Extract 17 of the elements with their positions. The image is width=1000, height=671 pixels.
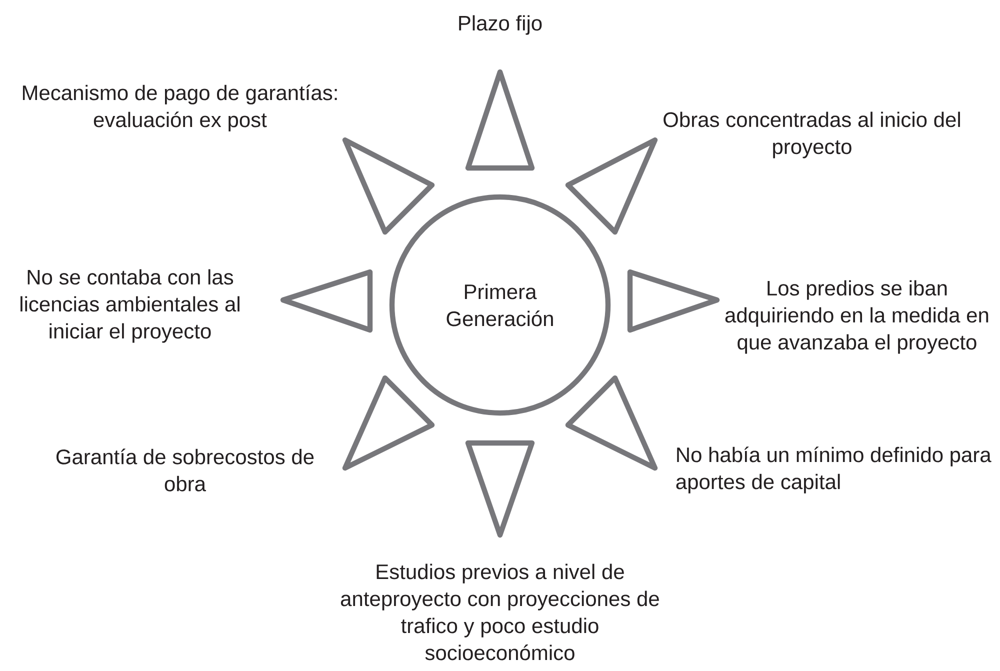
ray-caption: Plazo fijo (459, 15, 542, 35)
triangle-shape (342, 137, 435, 235)
ray-caption: Los predios se iban adquiriendo en la medida en que avanzaba el proyecto (725, 280, 988, 354)
ray-caption: Mecanismo de pago de garantías: evaluación ex post (22, 84, 337, 132)
triangle-shape (280, 269, 373, 333)
circle-node: Primera Generación (389, 194, 611, 416)
triangle-shape (565, 375, 658, 471)
ray-caption: Obras concentradas al inicio del proyecto (664, 112, 960, 158)
triangle-shape (565, 137, 658, 235)
triangle-shape (465, 440, 535, 538)
ray-caption: Garantía de sobrecostos de obra (56, 448, 314, 492)
triangle-shape (465, 69, 535, 171)
ray-caption: No se contaba con las licencias ambientales al iniciar el proyecto (20, 269, 240, 343)
ray-caption: No había un mínimo definido para aportes de capital (676, 446, 992, 494)
triangle-shape (342, 375, 435, 471)
ray-caption: Estudios previos a nivel de anteproyecto con proyecciones de trafico y poco estudio socioeconómico (340, 564, 659, 660)
triangle-shape (627, 269, 720, 333)
